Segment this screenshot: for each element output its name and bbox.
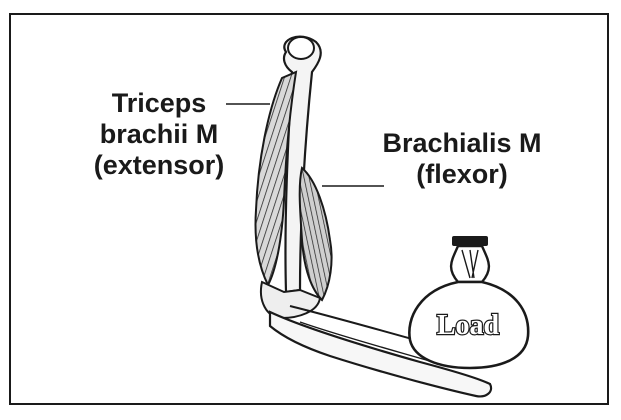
brachialis-label-line-2: (flexor)	[357, 159, 567, 190]
brachialis-label: Brachialis M (flexor)	[357, 128, 567, 190]
brachialis-label-line-1: Brachialis M	[357, 128, 567, 159]
load-label: Load	[437, 310, 500, 341]
load-sack-icon: Load	[409, 236, 528, 368]
triceps-label-line-1: Triceps	[68, 88, 250, 119]
triceps-label: Triceps brachii M (extensor)	[68, 88, 250, 181]
humerus-head	[288, 37, 314, 59]
triceps-label-line-2: brachii M	[68, 119, 250, 150]
brachialis-muscle	[300, 168, 332, 300]
triceps-label-line-3: (extensor)	[68, 150, 250, 181]
